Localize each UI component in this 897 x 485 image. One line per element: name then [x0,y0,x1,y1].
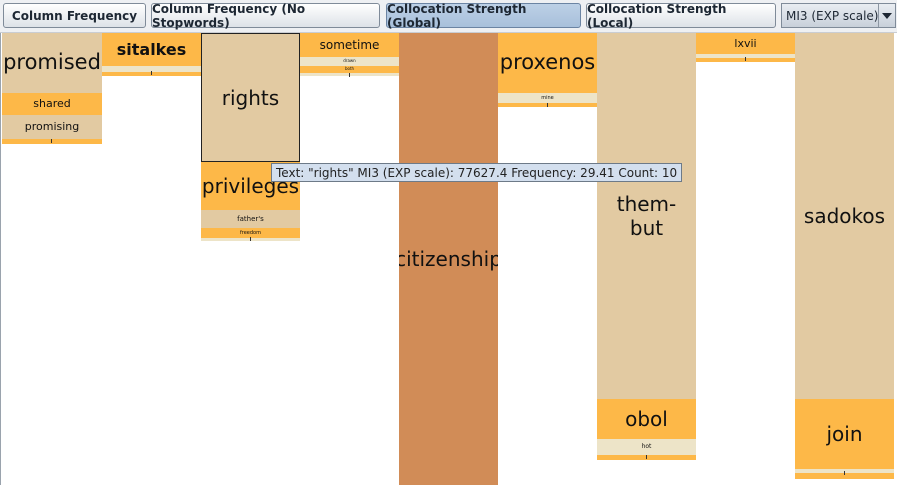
word-block-both[interactable]: both [300,66,399,73]
word-block-privileges[interactable]: privileges [201,162,300,210]
word-block-citizenship[interactable]: citizenship [399,33,498,485]
word-block-mine[interactable]: mine [498,93,597,103]
tick-mark [844,471,845,475]
tick-mark [250,237,251,241]
word-block-proxenos[interactable]: proxenos [498,33,597,93]
tick-mark [745,57,746,61]
tick-mark [151,71,152,75]
word-block-rights-selected[interactable]: rights [201,33,300,162]
word-block-small[interactable] [102,66,201,72]
word-block-sometime[interactable]: sometime [300,33,399,57]
scale-select-value: MI3 (EXP scale) [786,8,879,23]
word-block-sadokos[interactable]: sadokos [795,33,894,399]
word-block-shared[interactable]: shared [2,93,102,115]
word-block-sitalkes[interactable]: sitalkes [102,33,201,66]
word-block-freedom[interactable]: freedom [201,228,300,238]
word-block-hot[interactable]: hot [597,439,696,455]
scale-select[interactable]: MI3 (EXP scale) [781,3,896,28]
word-block-lxvii[interactable]: lxvii [696,33,795,54]
column-frequency-button[interactable]: Column Frequency [3,3,146,28]
tick-mark [349,73,350,77]
word-tooltip: Text: "rights" MI3 (EXP scale): 77627.4 … [271,163,683,182]
tick-mark [51,139,52,143]
word-block-promising[interactable]: promising [2,115,102,139]
word-block-small[interactable] [2,139,102,144]
column-frequency-no-stopwords-button[interactable]: Column Frequency (No Stopwords) [151,2,380,30]
word-block-them-but[interactable]: them-but [597,33,696,399]
word-block-drawn[interactable]: drawn [300,57,399,66]
collocation-strength-local-button[interactable]: Collocation Strength (Local) [586,2,776,30]
dropdown-arrow[interactable] [878,4,895,27]
word-block-promised[interactable]: promised [2,33,102,93]
word-block-small[interactable] [696,54,795,58]
collocation-strength-global-button[interactable]: Collocation Strength (Global) [386,2,581,30]
word-block-join[interactable]: join [795,399,894,469]
word-block-fathers[interactable]: father's [201,210,300,228]
word-block-obol[interactable]: obol [597,399,696,439]
toolbar: Column Frequency Column Frequency (No St… [0,0,897,33]
tick-mark [646,455,647,459]
chevron-down-icon [882,12,893,19]
collocation-visualization: promised shared promising sitalkes right… [0,33,897,485]
tick-mark [547,103,548,107]
word-block-small[interactable] [795,473,894,479]
